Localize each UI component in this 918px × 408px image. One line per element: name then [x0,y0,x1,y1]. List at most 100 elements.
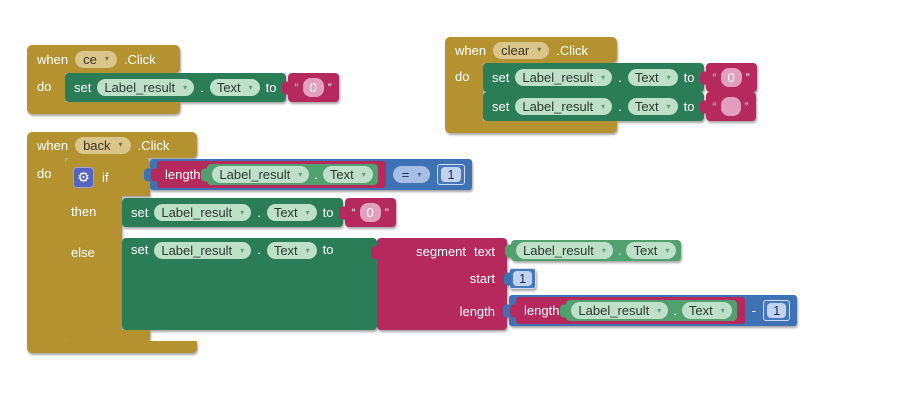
string-value-field[interactable]: 0 [359,203,381,222]
set-property-block[interactable]: set Label_result ▾ . Text ▾ to [122,198,343,227]
operator-dropdown[interactable]: = ▾ [392,166,431,183]
event-block-when-back[interactable]: when back ▾ .Click do ⚙ if then else len… [27,132,892,358]
property-dropdown-value: Text [634,70,659,85]
text-string-block[interactable]: “ 0 ” [705,63,757,92]
set-statement-row: set Label_result ▾ . Text ▾ to “ 0 ” [65,73,339,102]
component-property-getter-block[interactable]: Label_result ▾ . Text ▾ [566,300,737,321]
segment-text-block[interactable]: segment text start length [371,238,507,330]
component-dropdown[interactable]: Label_result ▾ [154,204,252,221]
text-string-block[interactable]: “ 0 ” [344,198,396,227]
component-property-getter-block[interactable]: Label_result ▾ . Text ▾ [207,164,378,185]
length-row: length [377,293,507,330]
string-value-field[interactable]: 0 [302,78,324,97]
when-keyword: when [37,137,69,153]
open-quote: “ [712,99,717,114]
component-dropdown[interactable]: Label_result ▾ [515,98,613,115]
property-dropdown[interactable]: Text ▾ [266,204,317,221]
segment-keyword: segment [416,243,467,259]
property-dropdown[interactable]: Text ▾ [681,302,732,319]
length-keyword: length [524,303,560,318]
do-keyword: do [455,69,470,84]
chevron-down-icon: ▾ [601,72,606,82]
number-block[interactable]: 1 [509,268,537,289]
dot-separator: . [200,80,204,95]
property-dropdown[interactable]: Text ▾ [209,79,260,96]
text-param-label: text [474,243,495,259]
event-component-dropdown-ce[interactable]: ce ▾ [75,50,117,68]
component-dropdown[interactable]: Label_result ▾ [571,302,669,319]
subtract-block[interactable]: length Label_result ▾ . Text ▾ - [509,295,798,326]
property-dropdown[interactable]: Text ▾ [627,98,678,115]
chevron-down-icon: ▾ [666,72,671,82]
component-dropdown[interactable]: Label_result ▾ [516,242,613,259]
open-quote: “ [712,70,717,85]
property-dropdown[interactable]: Text ▾ [266,242,317,259]
length-block[interactable]: length Label_result ▾ . Text ▾ [157,161,386,188]
open-quote: “ [351,205,356,220]
component-dropdown[interactable]: Label_result ▾ [212,166,310,183]
when-ce-header[interactable]: when ce ▾ .Click [27,45,180,73]
start-param-label: start [469,271,495,286]
string-value-field[interactable] [720,97,741,116]
block-bottom-bar [27,102,180,114]
set-property-block[interactable]: set Label_result ▾ . Text ▾ to [483,63,704,92]
dot-separator: . [618,99,622,114]
component-dropdown[interactable]: Label_result ▾ [154,242,252,259]
component-dropdown-value: Label_result [161,243,233,258]
string-value-field[interactable]: 0 [720,68,742,87]
component-dropdown-value: Label_result [104,80,176,95]
chevron-down-icon: ▾ [183,82,188,92]
when-back-header[interactable]: when back ▾ .Click [27,132,197,158]
close-quote: ” [745,70,750,85]
dot-separator: . [673,303,677,318]
event-component-value: clear [501,42,530,58]
when-clear-header[interactable]: when clear ▾ .Click [445,37,617,63]
property-dropdown-value: Text [688,303,713,318]
to-keyword: to [322,242,334,257]
event-block-when-clear[interactable]: when clear ▾ .Click do set Label_result … [445,37,835,134]
component-dropdown[interactable]: Label_result ▾ [515,69,613,86]
length-block[interactable]: length Label_result ▾ . Text ▾ [516,297,745,324]
open-quote: “ [294,80,299,95]
chevron-down-icon: ▾ [537,45,542,54]
event-component-value: ce [83,51,97,67]
property-dropdown-value: Text [216,80,241,95]
set-property-block[interactable]: set Label_result ▾ . Text ▾ to [65,73,286,102]
event-block-when-ce[interactable]: when ce ▾ .Click do set Label_result ▾ .… [27,45,427,115]
number-value-field[interactable]: 1 [767,303,787,318]
text-string-block[interactable]: “ 0 ” [287,73,339,102]
set-keyword: set [131,242,149,257]
property-dropdown-value: Text [633,243,658,258]
property-dropdown[interactable]: Text ▾ [626,242,677,259]
number-block[interactable]: 1 [763,300,791,321]
property-dropdown[interactable]: Text ▾ [322,166,373,183]
equals-comparison-block[interactable]: length Label_result ▾ . Text ▾ = ▾ [150,159,472,190]
chevron-down-icon: ▾ [248,82,253,92]
block-bottom-bar [445,121,617,133]
chevron-down-icon: ▾ [417,169,422,179]
set-property-block[interactable]: set Label_result ▾ . Text ▾ to [483,92,704,121]
if-block-wall [65,196,122,330]
to-keyword: to [265,80,277,95]
property-dropdown[interactable]: Text ▾ [627,69,678,86]
event-component-dropdown-clear[interactable]: clear ▾ [493,41,550,59]
chevron-down-icon: ▾ [305,245,310,255]
number-block[interactable]: 1 [437,164,465,185]
set-property-block[interactable]: set Label_result ▾ . Text ▾ to [122,238,377,330]
operator-value: = [401,167,410,182]
component-dropdown-value: Label_result [578,303,650,318]
number-value-field[interactable]: 1 [441,167,461,182]
set-keyword: set [492,99,510,114]
number-value-field[interactable]: 1 [513,271,533,286]
dot-separator: . [617,243,622,258]
chevron-down-icon: ▾ [118,140,123,149]
component-dropdown-value: Label_result [523,243,594,258]
mutator-gear-icon[interactable]: ⚙ [73,166,94,188]
event-component-dropdown-back[interactable]: back ▾ [75,136,131,154]
if-block-header[interactable]: ⚙ if [65,158,150,196]
else-keyword: else [71,245,95,260]
click-suffix: .Click [556,42,589,58]
component-property-getter-block[interactable]: Label_result ▾ . Text ▾ [511,240,682,261]
empty-text-string-block[interactable]: “ ” [705,92,756,121]
component-dropdown[interactable]: Label_result ▾ [97,79,195,96]
